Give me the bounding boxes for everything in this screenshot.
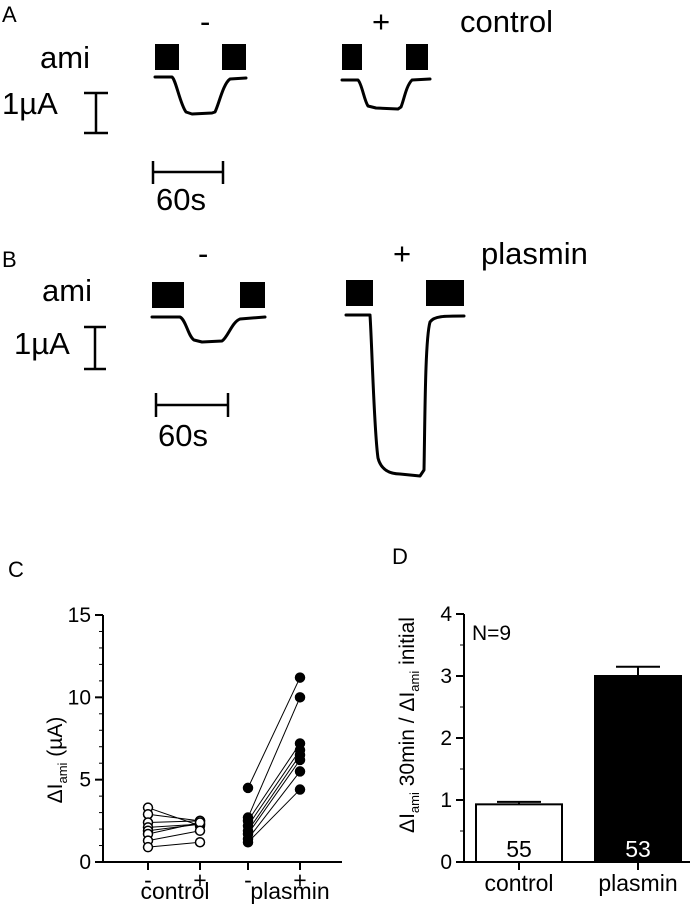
panel-d-y-tick-label: 3 xyxy=(440,665,452,688)
panel-c-pair-line xyxy=(247,749,301,827)
panel-a-plus-trace xyxy=(340,77,432,111)
panel-b-plus-ami-block-2 xyxy=(426,280,464,306)
panel-d-bar-plasmin xyxy=(594,675,682,863)
panel-b-minus-ami-block-2 xyxy=(240,282,265,308)
panel-d-y-tick-label: 0 xyxy=(440,851,452,874)
panel-b-current-scale-label: 1µA xyxy=(14,326,70,361)
panel-a-condition-label: control xyxy=(460,4,553,39)
panel-c-x-tick-label: + xyxy=(193,867,206,893)
panel-c-pair-line xyxy=(147,820,201,823)
panel-c-data-point xyxy=(294,672,306,683)
panel-c-data-point xyxy=(194,825,206,836)
panel-d-x-tick-label-control: control xyxy=(484,870,553,896)
panel-c-data-point xyxy=(194,836,206,848)
panel-c-group-label-plasmin: plasmin xyxy=(250,878,329,904)
panel-a-time-scale-label: 60s xyxy=(156,182,206,217)
panel-a-current-scale-label: 1µA xyxy=(2,86,58,121)
panel-b-time-scale-bar xyxy=(154,393,230,417)
panel-c-pair-line xyxy=(147,813,201,822)
panel-c-data-point xyxy=(242,782,254,794)
panel-a-ami-label: ami xyxy=(40,40,90,75)
panel-c-x-tick-label: - xyxy=(244,867,252,893)
panel-a: A - + control ami 1µA 60s xyxy=(2,2,553,217)
panel-c-pair-line xyxy=(147,821,201,835)
panel-d-y-axis-title: ΔIami 30min / ΔIami initial xyxy=(396,617,422,833)
panel-a-plus-ami-block-1 xyxy=(342,44,362,70)
panel-d-n-annotation: N=9 xyxy=(472,622,511,645)
panel-b-minus-ami-block-1 xyxy=(152,282,184,308)
panel-c-data-point xyxy=(294,692,306,703)
panel-b-current-scale-bar xyxy=(84,325,106,371)
panel-c-y-tick-label: 0 xyxy=(79,851,91,874)
panel-a-minus-ami-block-1 xyxy=(155,44,179,70)
panel-c-y-tick-label: 5 xyxy=(79,769,91,792)
panel-c-data-point xyxy=(142,841,154,853)
panel-b-label: B xyxy=(2,247,17,272)
panel-c-pair-line xyxy=(247,771,301,840)
panel-c-pair-line xyxy=(247,759,301,835)
panel-c-y-axis-title: ΔIami (µA) xyxy=(44,717,70,804)
panel-a-minus-label: - xyxy=(200,4,210,39)
panel-c-data-point xyxy=(294,784,306,795)
panel-c-pair-line xyxy=(247,754,301,831)
panel-d-y-tick-label: 2 xyxy=(440,727,452,750)
panel-c-pair-line xyxy=(147,823,201,832)
panel-b-ami-label: ami xyxy=(42,273,92,308)
panel-a-minus-ami-block-2 xyxy=(222,44,246,70)
panel-b-time-scale-label: 60s xyxy=(158,418,208,453)
panel-c-pair-line xyxy=(247,743,301,822)
panel-c-pair-line xyxy=(147,841,201,848)
panel-d-n-label-control: 55 xyxy=(506,836,532,862)
panel-c-pair-line xyxy=(247,677,301,789)
panel-c-data-point xyxy=(242,836,254,848)
panel-c-x-tick-label: + xyxy=(293,867,306,893)
panel-d-bar-control xyxy=(475,803,563,864)
panel-c-group-label-control: control xyxy=(140,878,209,904)
panel-b-minus-label: - xyxy=(198,236,208,271)
panel-c-data-point xyxy=(294,754,306,766)
panel-c-pair-line xyxy=(247,697,301,818)
panel-d-y-tick-label: 4 xyxy=(440,603,452,626)
panel-a-plus-ami-block-2 xyxy=(406,44,428,70)
panel-c: C ΔIami (µA) 0 5 10 15 - + - + control plasmin xyxy=(8,557,342,904)
panel-c-pair-line xyxy=(147,807,201,827)
panel-c-y-tick-label: 10 xyxy=(68,686,91,709)
panel-d-n-label-plasmin: 53 xyxy=(625,836,651,862)
panel-c-label: C xyxy=(8,557,24,582)
panel-a-time-scale-bar xyxy=(151,161,225,184)
panel-b-plus-label: + xyxy=(393,236,411,271)
panel-d-x-tick-label-plasmin: plasmin xyxy=(598,870,677,896)
panel-d: D ΔIami 30min / ΔIami initial N=9 01234 … xyxy=(392,544,690,896)
panel-a-minus-trace xyxy=(153,75,248,116)
panel-a-plus-label: + xyxy=(372,4,390,39)
panel-c-x-tick-label: - xyxy=(144,867,152,893)
panel-d-y-tick-label: 1 xyxy=(440,789,452,812)
panel-c-pair-line xyxy=(147,830,201,842)
panel-a-label: A xyxy=(2,2,17,27)
panel-b-plus-ami-block-1 xyxy=(346,280,373,306)
panel-c-data-point xyxy=(294,766,306,777)
panel-a-current-scale-bar xyxy=(84,91,108,135)
panel-b-condition-label: plasmin xyxy=(481,236,588,271)
panel-b: B - + plasmin ami 1µA 60s xyxy=(2,236,588,478)
panel-d-label: D xyxy=(392,544,408,569)
panel-c-pair-line xyxy=(247,789,301,843)
panel-b-plus-trace xyxy=(344,313,466,478)
panel-b-minus-trace xyxy=(150,315,267,344)
panel-c-y-tick-label: 15 xyxy=(68,604,91,627)
